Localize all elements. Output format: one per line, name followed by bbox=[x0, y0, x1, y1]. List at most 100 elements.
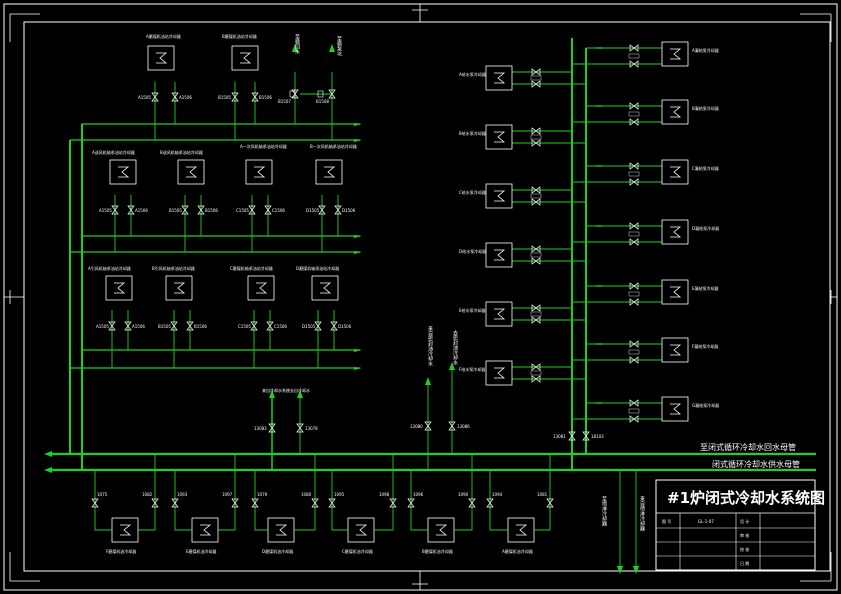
valve-tag: B1505 bbox=[218, 95, 231, 100]
row2-cooler-label: A送风机轴承油站冷却器 bbox=[92, 149, 135, 155]
valve-tag: A1506 bbox=[135, 208, 148, 213]
valve-tag: B1507 bbox=[278, 99, 291, 104]
right-pump-cooler: D凝结泵冷却器 bbox=[661, 219, 719, 245]
valve-tag: 13080 bbox=[410, 424, 423, 429]
bottom-cooler-label: B磨煤机油冷却器 bbox=[422, 548, 453, 554]
row3-cooler-label: B引风机轴承油站冷却器 bbox=[152, 265, 195, 271]
valve-tag: 1079 bbox=[257, 492, 268, 497]
valve-tag: 1098 bbox=[379, 492, 390, 497]
row3-cooler-label: A引风机轴承油站冷却器 bbox=[88, 265, 131, 271]
valve-tag: 1075 bbox=[97, 492, 108, 497]
valve-tag: A1505 bbox=[138, 95, 151, 100]
left-pump-label: C给水泵冷却器 bbox=[459, 189, 486, 195]
left-pump-coolers: A给水泵冷却器 B给水泵冷却器 C给水泵冷却器 D给水泵冷却器 E给水泵冷却器 F给水泵冷… bbox=[459, 65, 513, 386]
flow-arrows bbox=[44, 44, 639, 574]
right-pump-label: E凝结泵冷却器 bbox=[692, 285, 719, 291]
title-block-cell: 设 计 bbox=[740, 518, 749, 524]
right-pump-label: C凝结泵冷却器 bbox=[692, 165, 719, 171]
mid-valves: 13083 13078 13080 13086 13081 18103 bbox=[254, 421, 604, 441]
valve-tag: 18103 bbox=[591, 434, 604, 439]
valve-tag: A1505 bbox=[99, 208, 112, 213]
drawing-title: #1炉闭式冷却水系统图 bbox=[667, 489, 825, 507]
right-pump-cooler: B凝结泵冷却器 bbox=[661, 99, 719, 125]
valve-tag: B1506 bbox=[194, 324, 207, 329]
right-pump-cooler: F凝结泵冷却器 bbox=[661, 337, 718, 363]
title-block-cell: 图 号 bbox=[662, 518, 671, 524]
valve-tag: 1090 bbox=[458, 492, 469, 497]
row2-cooler-label: B一次风机轴承油站冷却器 bbox=[310, 143, 357, 149]
right-pump-label: D凝结泵冷却器 bbox=[692, 225, 719, 231]
title-block-cell: 校 核 bbox=[740, 546, 749, 552]
valve-tag: 1094 bbox=[492, 492, 503, 497]
right-pump-cooler: G凝结泵冷却器 bbox=[661, 396, 719, 422]
valve-tag: D1506 bbox=[338, 324, 352, 329]
row3-coolers: A引风机轴承油站冷却器 B引风机轴承油站冷却器 C磨煤机轴承油站冷却器 D磨煤机… bbox=[88, 265, 339, 301]
vertical-label: 至循泵坑 bbox=[336, 36, 342, 57]
row2-cooler-label: B送风机轴承油站冷却器 bbox=[160, 149, 203, 155]
bottom-coolers: F磨煤机油冷却器 E磨煤机油冷却器 D磨煤机油冷却器 C磨煤机油冷却器 B磨煤机… bbox=[106, 517, 535, 554]
valve-tag: B1506 bbox=[259, 95, 272, 100]
bottom-cooler-label: C磨煤机油冷却器 bbox=[342, 548, 373, 554]
row3-cooler-label: D磨煤机轴承油站冷却器 bbox=[296, 265, 339, 271]
bottom-cooler-label: F磨煤机油冷却器 bbox=[106, 548, 136, 554]
valve-tag: 1095 bbox=[334, 492, 345, 497]
valve-tag: 1082 bbox=[142, 492, 153, 497]
bottom-cooler-label: A磨煤机油冷却器 bbox=[502, 548, 533, 554]
mid-label: 去自冷却水 bbox=[290, 387, 310, 393]
valve-tag: 13086 bbox=[457, 424, 470, 429]
left-pump-cooler: B给水泵冷却器 bbox=[459, 124, 513, 150]
valve-tag: 1096 bbox=[413, 492, 424, 497]
bottom-cooler-label: D磨煤机油冷却器 bbox=[262, 548, 293, 554]
valve-tag: A1505 bbox=[96, 324, 109, 329]
valve-tag: C1506 bbox=[272, 208, 285, 213]
left-pump-label: A给水泵冷却器 bbox=[459, 71, 486, 77]
left-branches bbox=[512, 68, 586, 383]
right-pump-cooler: C凝结泵冷却器 bbox=[661, 159, 719, 185]
valve-tag: A1506 bbox=[132, 324, 145, 329]
inner-frame bbox=[23, 21, 831, 572]
vertical-label: 来自密封油冷却水 bbox=[427, 326, 433, 366]
title-block-cell: 日 期 bbox=[740, 560, 749, 566]
row3-valves: A1505 A1506 B1505 B1506 C1505 C1506 D150… bbox=[96, 321, 352, 331]
top-coolers: A磨煤机油站冷却器 B磨煤机油站冷却器 bbox=[146, 33, 259, 71]
valve-tag: C1505 bbox=[236, 208, 249, 213]
row2-valves: A1505 A1506 B1505 B1506 C1505 C1506 D150… bbox=[99, 205, 356, 215]
left-pump-cooler: D给水泵冷却器 bbox=[459, 242, 513, 268]
row2-cooler-label: A一次风机轴承油站冷却器 bbox=[240, 143, 287, 149]
valve-tag: B1508 bbox=[316, 99, 329, 104]
vertical-label: 至循回水 bbox=[294, 34, 300, 54]
mid-label: 来自冷却水系统 bbox=[262, 387, 290, 393]
valve-tag: 13083 bbox=[254, 426, 267, 431]
title-block: #1炉闭式冷却水系统图 图 号 GL-1-07 设 计 审 核 校 核 日 期 bbox=[655, 479, 825, 571]
row2-coolers: A送风机轴承油站冷却器 B送风机轴承油站冷却器 A一次风机轴承油站冷却器 B一次… bbox=[92, 143, 357, 185]
right-pump-label: G凝结泵冷却器 bbox=[692, 402, 719, 408]
valve-tag: B1506 bbox=[205, 208, 218, 213]
left-pump-cooler: C给水泵冷却器 bbox=[459, 183, 513, 209]
valve-tag: C1505 bbox=[238, 324, 251, 329]
top-cooler-label: B磨煤机油站冷却器 bbox=[222, 33, 257, 39]
valve-tag: 1097 bbox=[222, 492, 233, 497]
valve-tag: 1081 bbox=[537, 492, 548, 497]
valve-tag: 1093 bbox=[177, 492, 188, 497]
left-pump-label: D给水泵冷却器 bbox=[459, 248, 486, 254]
valve-tag: A1506 bbox=[179, 95, 192, 100]
vertical-label: 去密封油冷却水 bbox=[452, 329, 458, 365]
bottom-valves: 1075 1082 1093 1097 1079 1080 1095 1098 … bbox=[91, 492, 554, 508]
valve-tag: B1505 bbox=[158, 324, 171, 329]
vertical-label: 来自喷淋冷却器 bbox=[639, 496, 645, 532]
top-cooler-label: A磨煤机油站冷却器 bbox=[146, 33, 181, 39]
row3-cooler-label: C磨煤机轴承油站冷却器 bbox=[230, 265, 273, 271]
right-pump-label: F凝结泵冷却器 bbox=[692, 343, 718, 349]
left-pump-label: B给水泵冷却器 bbox=[459, 130, 486, 136]
bottom-connections bbox=[94, 520, 551, 531]
frame-center-marks bbox=[4, 4, 837, 590]
supply-header-label: 闭式循环冷却水供水母管 bbox=[712, 459, 800, 469]
left-pump-label: F给水泵冷却器 bbox=[459, 366, 485, 372]
right-pump-coolers: A凝结泵冷却器B凝结泵冷却器C凝结泵冷却器D凝结泵冷却器E凝结泵冷却器F凝结泵冷… bbox=[661, 41, 719, 422]
piping bbox=[52, 38, 816, 571]
left-pump-cooler: E给水泵冷却器 bbox=[459, 301, 513, 327]
right-pump-label: B凝结泵冷却器 bbox=[692, 105, 719, 111]
valve-tag: C1506 bbox=[274, 324, 287, 329]
valve-tag: D1505 bbox=[306, 208, 320, 213]
